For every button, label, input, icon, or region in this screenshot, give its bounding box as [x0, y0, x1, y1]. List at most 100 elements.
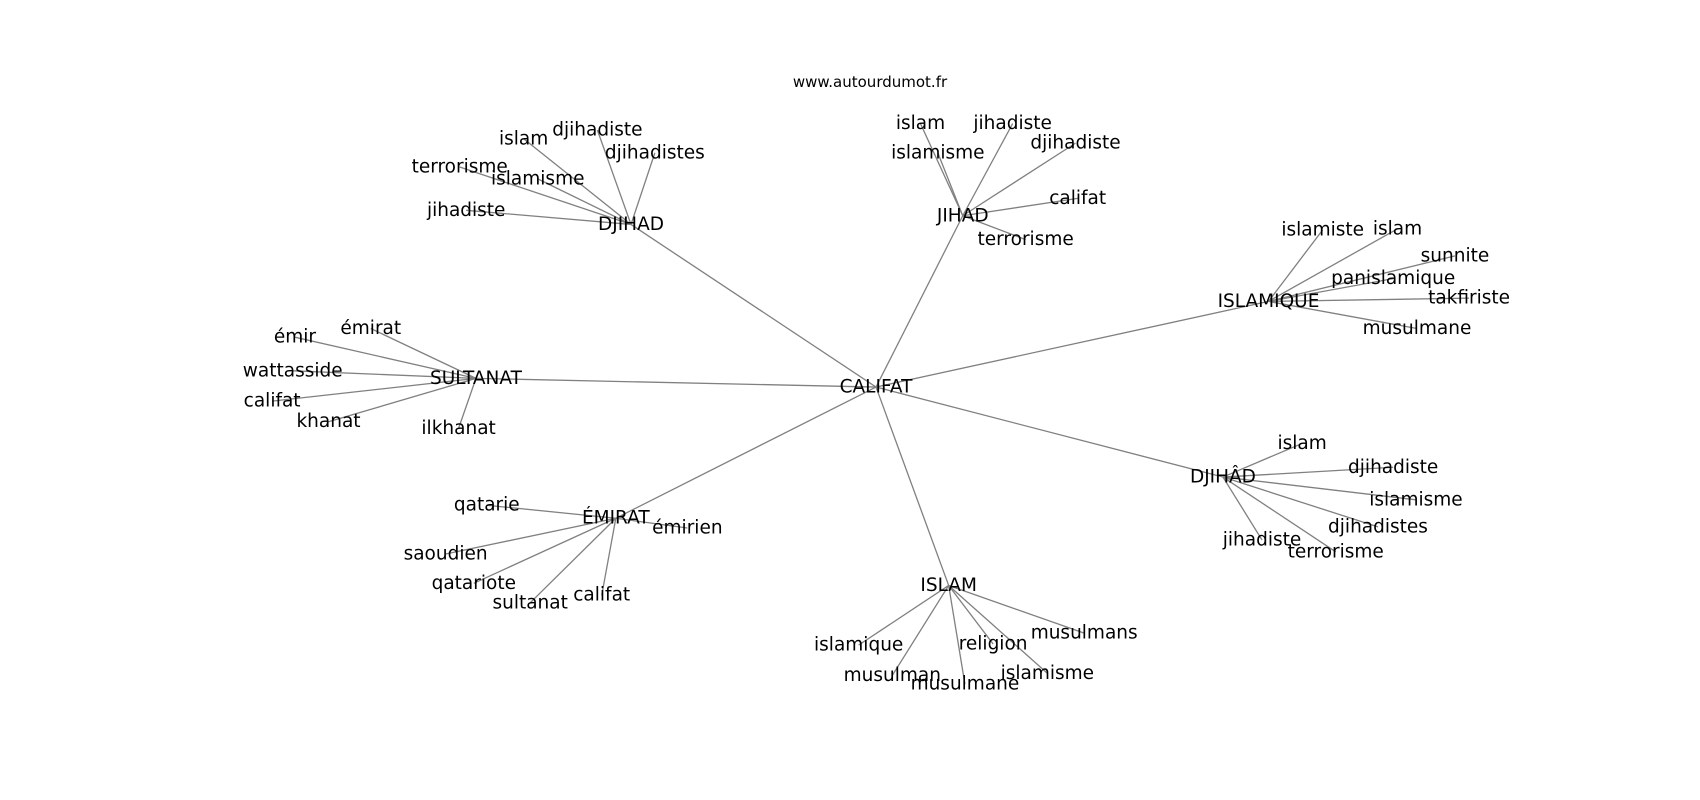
edge-center-to-hub — [475, 377, 877, 388]
leaf-node-label: qatariote — [432, 573, 516, 594]
leaf-node-label: musulmans — [1031, 623, 1138, 644]
edge-hub-to-leaf — [445, 517, 616, 555]
edge-center-to-hub — [875, 386, 1224, 478]
leaf-node-label: panislamique — [1331, 268, 1455, 289]
leaf-node-label: islamiste — [1281, 219, 1364, 240]
leaf-node-label: religion — [959, 634, 1028, 655]
leaf-node-label: qatarie — [454, 495, 520, 516]
edge-hub-to-leaf — [1268, 255, 1456, 303]
edge-hub-to-leaf — [858, 584, 950, 646]
edge-hub-to-leaf — [294, 336, 477, 380]
edge-hub-to-leaf — [370, 327, 477, 379]
edge-hub-to-leaf — [457, 378, 477, 429]
leaf-node-label: islam — [896, 113, 945, 134]
leaf-node-label: takfiriste — [1428, 288, 1510, 309]
edge-hub-to-leaf — [328, 377, 477, 423]
edge-hub-to-leaf — [459, 166, 632, 226]
edge-hub-to-leaf — [1268, 277, 1394, 303]
edge-center-to-hub — [875, 215, 964, 388]
center-node-label: CALIFAT — [840, 377, 913, 398]
hub-node-label: ISLAMIQUE — [1218, 291, 1320, 312]
edge-hub-to-leaf — [615, 517, 688, 529]
edge-hub-to-leaf — [962, 197, 1078, 217]
leaf-node-label: jihadiste — [972, 113, 1052, 134]
hub-node-label: DJIHAD — [598, 214, 664, 235]
edge-hub-to-leaf — [1268, 297, 1470, 303]
edge-hub-to-leaf — [630, 152, 656, 225]
leaf-node-label: islam — [499, 128, 548, 149]
edge-hub-to-leaf — [486, 504, 616, 519]
edge-hub-to-leaf — [466, 209, 632, 226]
leaf-node-label: terrorisme — [412, 156, 508, 177]
edge-hub-to-leaf — [891, 585, 950, 676]
edge-hub-to-leaf — [473, 517, 617, 584]
edge-hub-to-leaf — [962, 123, 1014, 217]
edge-hub-to-leaf — [523, 138, 632, 225]
edge-hub-to-leaf — [1222, 476, 1337, 553]
hub-node-label: DJIHÂD — [1190, 466, 1256, 488]
edge-hub-to-leaf — [1222, 476, 1263, 541]
edge-hub-to-leaf — [1222, 476, 1379, 528]
edge-hub-to-leaf — [1222, 466, 1394, 478]
hub-node-label: JIHAD — [936, 205, 989, 226]
leaf-node-label: khanat — [296, 411, 360, 432]
edge-hub-to-leaf — [1222, 442, 1303, 478]
edge-hub-to-leaf — [537, 178, 632, 226]
edge-hub-to-leaf — [596, 129, 632, 225]
leaf-node-label: islamique — [814, 635, 903, 656]
leaf-node-label: islamisme — [1369, 489, 1462, 510]
leaf-node-label: califat — [244, 391, 301, 412]
edge-hub-to-leaf — [272, 377, 477, 402]
leaf-node-label: islam — [1373, 218, 1422, 239]
leaf-node-label: islamisme — [891, 142, 984, 163]
edge-hub-to-leaf — [1222, 476, 1417, 501]
leaf-node-label: islam — [1277, 433, 1326, 454]
edge-center-to-hub — [875, 386, 950, 586]
leaf-node-label: musulmane — [911, 674, 1020, 695]
edge-hub-to-leaf — [948, 585, 994, 645]
site-title: www.autourdumot.fr — [793, 73, 948, 91]
leaf-node-label: musulmane — [1363, 318, 1472, 339]
leaf-node-label: djihadiste — [1030, 133, 1120, 154]
edge-hub-to-leaf — [1268, 228, 1398, 302]
edge-center-to-hub — [875, 300, 1269, 388]
edge-hub-to-leaf — [948, 584, 1085, 634]
leaf-node-label: jihadiste — [426, 200, 506, 221]
leaf-node-label: émirien — [652, 517, 722, 538]
edge-hub-to-leaf — [1267, 229, 1324, 302]
leaf-node-label: sultanat — [492, 592, 567, 613]
edge-center-to-hub — [615, 386, 877, 519]
leaf-node-label: wattasside — [243, 360, 343, 381]
edge-hub-to-leaf — [948, 585, 966, 685]
edge-hub-to-leaf — [962, 215, 1026, 241]
leaf-node-label: djihadiste — [552, 120, 642, 141]
edge-center-to-hub — [630, 223, 877, 388]
leaf-node-label: terrorisme — [978, 229, 1074, 250]
edge-hub-to-leaf — [601, 518, 617, 596]
leaf-node-label: émir — [274, 327, 317, 348]
leaf-node-label: jihadiste — [1222, 529, 1302, 550]
leaf-node-label: califat — [573, 585, 630, 606]
leaf-node-label: émirat — [340, 318, 401, 339]
leaf-node-label: saoudien — [404, 544, 488, 565]
edge-hub-to-leaf — [529, 517, 617, 604]
leaf-node-label: islamisme — [491, 168, 584, 189]
hub-node-label: ÉMIRAT — [582, 507, 650, 529]
leaf-node-label: ilkhanat — [421, 418, 495, 439]
leaf-node-label: djihadistes — [1328, 516, 1428, 537]
edges — [272, 123, 1470, 685]
hub-node-label: ISLAM — [920, 575, 977, 596]
edge-hub-to-leaf — [919, 123, 964, 217]
edge-hub-to-leaf — [962, 142, 1076, 217]
leaf-node-label: djihadistes — [605, 142, 705, 163]
leaf-node-label: terrorisme — [1288, 541, 1384, 562]
edge-hub-to-leaf — [937, 152, 964, 216]
leaf-node-label: islamisme — [1001, 663, 1094, 684]
leaf-node-label: djihadiste — [1348, 457, 1438, 478]
hub-node-label: SULTANAT — [430, 368, 523, 389]
edge-hub-to-leaf — [1268, 300, 1418, 330]
leaf-node-label: califat — [1049, 188, 1106, 209]
edge-hub-to-leaf — [948, 584, 1048, 674]
